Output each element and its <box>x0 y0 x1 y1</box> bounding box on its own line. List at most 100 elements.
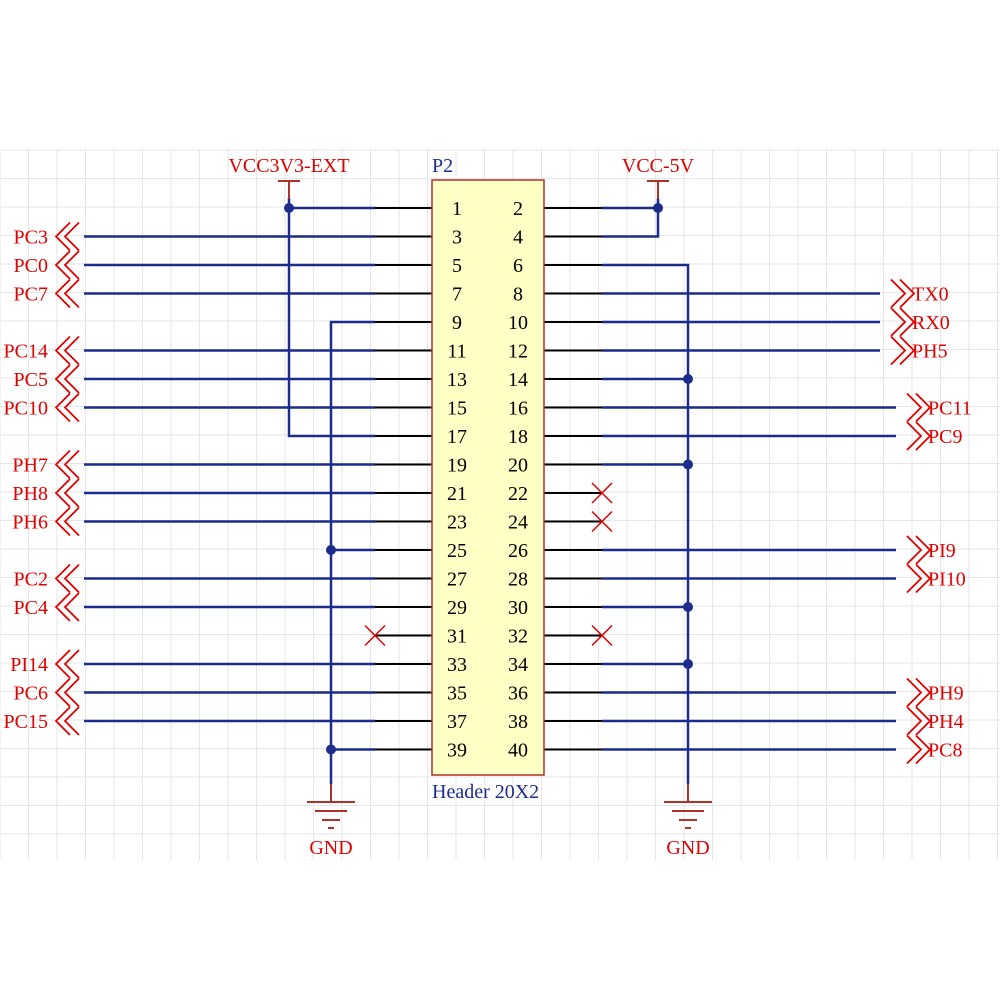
pin-number-35: 35 <box>447 683 467 705</box>
net-port-ph8[interactable] <box>54 478 80 508</box>
pin-number-24: 24 <box>508 512 528 534</box>
net-port-pc3[interactable] <box>54 221 80 252</box>
pin-number-25: 25 <box>447 540 467 562</box>
net-label-pc14: PC14 <box>4 341 48 363</box>
net-label-tx0: TX0 <box>912 284 949 306</box>
pin-number-31: 31 <box>447 626 467 648</box>
junctions-layer <box>284 203 693 755</box>
pin-number-22: 22 <box>508 483 528 505</box>
net-port-pc4[interactable] <box>54 592 80 622</box>
net-port-pc15[interactable] <box>54 706 80 736</box>
no-connect-layer <box>364 482 613 647</box>
pin-number-15: 15 <box>447 398 467 420</box>
junction-dot <box>326 545 336 555</box>
pin-number-27: 27 <box>447 569 467 591</box>
net-port-pc10[interactable] <box>54 392 80 423</box>
net-port-pc7[interactable] <box>54 278 80 309</box>
gnd-right-symbol[interactable] <box>664 784 712 829</box>
net-port-ph7[interactable] <box>54 449 80 480</box>
net-port-pc0[interactable] <box>54 250 80 280</box>
no-connect-pin-22[interactable] <box>591 482 613 504</box>
pin-number-29: 29 <box>447 597 467 619</box>
pin-number-16: 16 <box>508 398 528 420</box>
pin-number-11: 11 <box>447 341 466 363</box>
net-port-ph5[interactable] <box>890 335 916 366</box>
no-connect-pin-24[interactable] <box>591 510 613 533</box>
net-label-ph4: PH4 <box>928 711 964 733</box>
net-label-ph6: PH6 <box>12 512 48 534</box>
pin-number-7: 7 <box>452 284 462 306</box>
net-port-tx0[interactable] <box>890 278 916 309</box>
pin-number-23: 23 <box>447 512 467 534</box>
net-label-pc6: PC6 <box>14 683 48 705</box>
wire-gnd-left-bus[interactable] <box>329 320 375 784</box>
net-port-ph6[interactable] <box>54 506 80 537</box>
net-port-pi9[interactable] <box>906 535 932 565</box>
net-label-pc15: PC15 <box>4 711 48 733</box>
pin-number-14: 14 <box>508 369 528 391</box>
net-ports-layer: PC3PC0PC7PC14PC5PC10PH7PH8PH6PC2PC4PI14P… <box>4 221 972 765</box>
net-label-ph5: PH5 <box>912 341 948 363</box>
pin-number-26: 26 <box>508 540 528 562</box>
pin-number-21: 21 <box>447 483 467 505</box>
vcc5v-label: VCC-5V <box>622 155 695 177</box>
net-label-pc5: PC5 <box>14 369 48 391</box>
junction-dot <box>284 203 294 213</box>
pin-number-17: 17 <box>447 426 467 448</box>
pin-number-2: 2 <box>513 198 523 220</box>
junction-dot <box>653 203 663 213</box>
gnd-left-symbol[interactable] <box>307 784 355 829</box>
net-port-pc8[interactable] <box>906 734 932 765</box>
vcc3v3-power-port[interactable] <box>278 180 300 199</box>
net-label-pi14: PI14 <box>10 654 48 676</box>
net-label-pc7: PC7 <box>14 284 48 306</box>
pin-number-8: 8 <box>513 284 523 306</box>
net-port-pc5[interactable] <box>54 364 80 394</box>
net-port-pi14[interactable] <box>54 649 80 679</box>
gnd-left-label: GND <box>309 837 352 859</box>
net-label-pc10: PC10 <box>4 398 48 420</box>
net-port-ph9[interactable] <box>906 677 932 708</box>
pin-number-3: 3 <box>452 227 462 249</box>
net-port-pc9[interactable] <box>906 421 932 451</box>
pin-number-12: 12 <box>508 341 528 363</box>
net-port-ph4[interactable] <box>906 706 932 736</box>
header-body[interactable] <box>431 179 545 776</box>
vcc5v-power-port[interactable] <box>647 180 669 199</box>
gnd-right-label: GND <box>666 837 709 859</box>
pin-number-39: 39 <box>447 740 467 762</box>
net-label-rx0: RX0 <box>912 312 950 334</box>
wire-vcc5v-pin4[interactable] <box>602 208 660 238</box>
net-label-ph7: PH7 <box>12 455 48 477</box>
junction-dot <box>683 659 693 669</box>
junction-dot <box>683 459 693 470</box>
net-label-pc2: PC2 <box>14 569 48 591</box>
component-comment: Header 20X2 <box>432 781 539 803</box>
pin-number-38: 38 <box>508 711 528 733</box>
pin-number-28: 28 <box>508 569 528 591</box>
pin-number-33: 33 <box>447 654 467 676</box>
vcc3v3-label: VCC3V3-EXT <box>228 155 349 177</box>
pin-number-37: 37 <box>447 711 467 733</box>
pin-number-10: 10 <box>508 312 528 334</box>
pin-number-5: 5 <box>452 255 462 277</box>
pin-number-1: 1 <box>452 198 462 220</box>
pin-number-9: 9 <box>452 312 462 334</box>
net-port-pc6[interactable] <box>54 677 80 708</box>
no-connect-pin-32[interactable] <box>591 624 613 647</box>
no-connect-pin-31[interactable] <box>364 624 386 647</box>
junction-dot <box>683 602 693 612</box>
net-port-rx0[interactable] <box>890 307 916 337</box>
net-label-pc8: PC8 <box>928 740 962 762</box>
net-label-pi10: PI10 <box>928 569 966 591</box>
net-port-pi10[interactable] <box>906 563 932 594</box>
wire-vcc3v3-pin17[interactable] <box>287 198 375 438</box>
net-port-pc2[interactable] <box>54 563 80 594</box>
net-port-pc11[interactable] <box>906 392 932 423</box>
pins-layer <box>375 207 602 751</box>
net-port-pc14[interactable] <box>54 335 80 366</box>
pin-number-18: 18 <box>508 426 528 448</box>
wires-layer <box>84 198 896 784</box>
